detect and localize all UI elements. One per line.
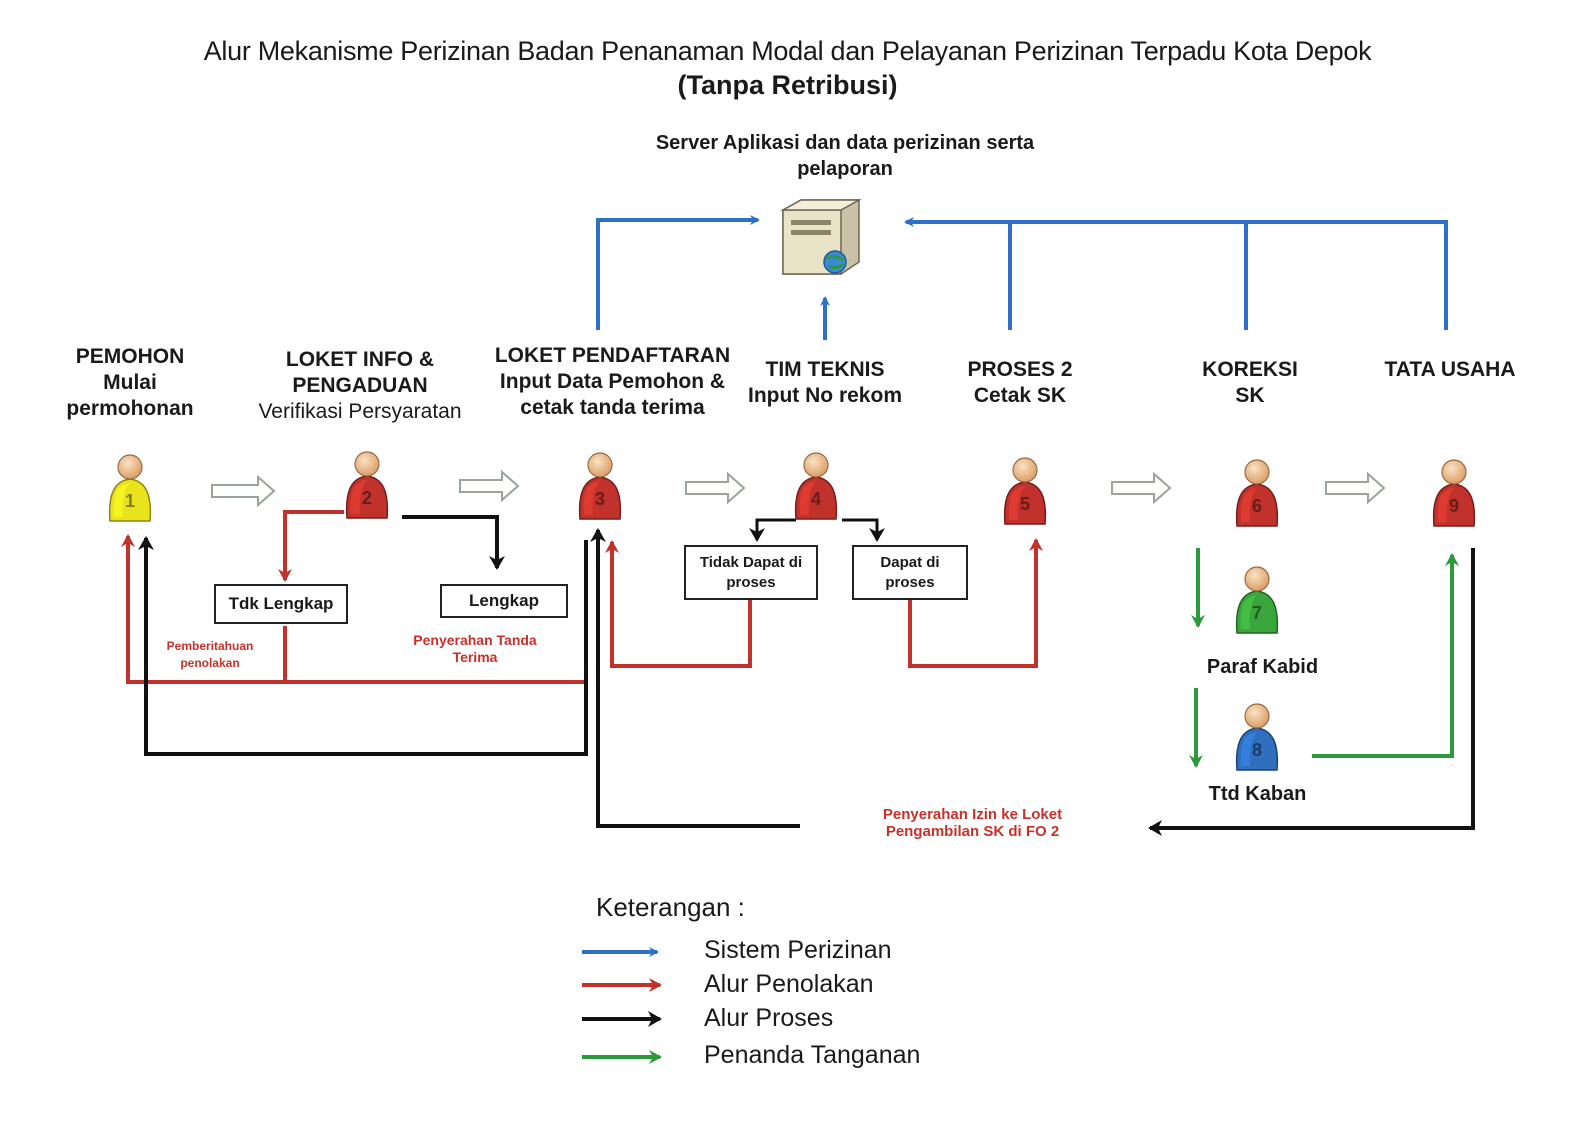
- legend-title: Keterangan :: [596, 892, 745, 922]
- stage-line2: SK: [1235, 384, 1265, 407]
- person-number: 4: [811, 489, 821, 509]
- note-penyerahan-tanda: Penyerahan Tanda Terima: [413, 632, 537, 665]
- green-signing-lines: [1189, 548, 1459, 768]
- black-process-lines: [138, 515, 1475, 836]
- person-icon-7: 7: [1235, 566, 1279, 634]
- blue-system-lines: [596, 215, 1448, 340]
- server-icon: [780, 199, 862, 275]
- stage-name: TATA USAHA: [1384, 358, 1516, 381]
- stage-line2: Cetak SK: [973, 384, 1067, 407]
- stage-line2: Input No rekom: [747, 384, 902, 407]
- person-icon-4: 4: [794, 452, 838, 520]
- stage-label-koreksi: KOREKSI SK: [1175, 357, 1325, 409]
- person-number: 1: [125, 491, 135, 511]
- legend-alur-penolakan: Alur Penolakan: [704, 970, 874, 998]
- stage-name: TIM TEKNIS: [765, 358, 885, 381]
- diagram-subtitle: (Tanpa Retribusi): [677, 70, 898, 100]
- legend-sistem-perizinan: Sistem Perizinan: [704, 936, 892, 964]
- box-tdk-lengkap: Tdk Lengkap: [214, 584, 348, 624]
- legend-penanda-tanganan: Penanda Tanganan: [704, 1041, 921, 1069]
- legend-arrows: [582, 947, 662, 1064]
- person-icon-1: 1: [108, 454, 152, 522]
- legend-alur-proses: Alur Proses: [704, 1004, 834, 1032]
- stage-label-proses-2: PROSES 2 Cetak SK: [935, 357, 1105, 409]
- person-icon-3: 3: [578, 452, 622, 520]
- note-penyerahan-izin: Penyerahan Izin ke Loket Pengambilan SK …: [882, 806, 1063, 840]
- person-number: 9: [1449, 496, 1459, 516]
- stage-line2: PENGADUAN: [292, 374, 428, 397]
- box-tidak-dapat-proses: Tidak Dapat di proses: [684, 545, 818, 600]
- stage-name: LOKET PENDAFTARAN: [494, 344, 731, 367]
- stage-line3: permohonan: [66, 397, 194, 420]
- stage-line2: Mulai: [103, 371, 157, 394]
- server-label-line1: Server Aplikasi dan data perizinan serta: [655, 132, 1035, 154]
- caption-ttd-kaban: Ttd Kaban: [1208, 783, 1307, 805]
- person-icon-8: 8: [1235, 703, 1279, 771]
- box-lengkap: Lengkap: [440, 584, 568, 618]
- stage-arrows: [211, 469, 1386, 508]
- diagram-title: Alur Mekanisme Perizinan Badan Penanaman…: [203, 36, 1372, 66]
- server-label-line2: pelaporan: [797, 158, 893, 180]
- person-number: 7: [1252, 603, 1262, 623]
- black-branch-lines: [749, 518, 885, 542]
- person-icon-6: 6: [1235, 459, 1279, 527]
- stage-name: LOKET INFO &: [285, 348, 435, 371]
- person-number: 3: [595, 489, 605, 509]
- stage-label-pemohon: PEMOHON Mulai permohonan: [40, 344, 220, 422]
- person-number: 5: [1020, 494, 1030, 514]
- stage-line3: Verifikasi Persyaratan: [258, 400, 462, 423]
- server-label: Server Aplikasi dan data perizinan serta…: [620, 130, 1070, 182]
- person-figures: 1 2 3 4 5 6 9 7 8: [108, 451, 1476, 771]
- person-icon-5: 5: [1003, 457, 1047, 525]
- stage-name: PROSES 2: [967, 358, 1073, 381]
- caption-paraf-kabid: Paraf Kabid: [1206, 656, 1319, 678]
- stage-line3: cetak tanda terima: [520, 396, 705, 419]
- person-number: 6: [1252, 496, 1262, 516]
- person-icon-9: 9: [1432, 459, 1476, 527]
- stage-label-tim-teknis: TIM TEKNIS Input No rekom: [735, 357, 915, 409]
- person-number: 8: [1252, 740, 1262, 760]
- person-number: 2: [362, 488, 372, 508]
- stage-label-loket-info: LOKET INFO & PENGADUAN Verifikasi Persya…: [240, 347, 480, 425]
- stage-name: KOREKSI: [1202, 358, 1298, 381]
- stage-name: PEMOHON: [75, 345, 185, 368]
- stage-label-tata-usaha: TATA USAHA: [1365, 357, 1535, 383]
- red-rejection-lines: [121, 510, 1043, 684]
- person-icon-2: 2: [345, 451, 389, 519]
- stage-label-loket-pendaftaran: LOKET PENDAFTARAN Input Data Pemohon & c…: [480, 343, 745, 421]
- note-pemberitahuan: Pemberitahuan penolakan: [166, 639, 254, 670]
- box-dapat-proses: Dapat di proses: [852, 545, 968, 600]
- stage-line2: Input Data Pemohon &: [499, 370, 726, 393]
